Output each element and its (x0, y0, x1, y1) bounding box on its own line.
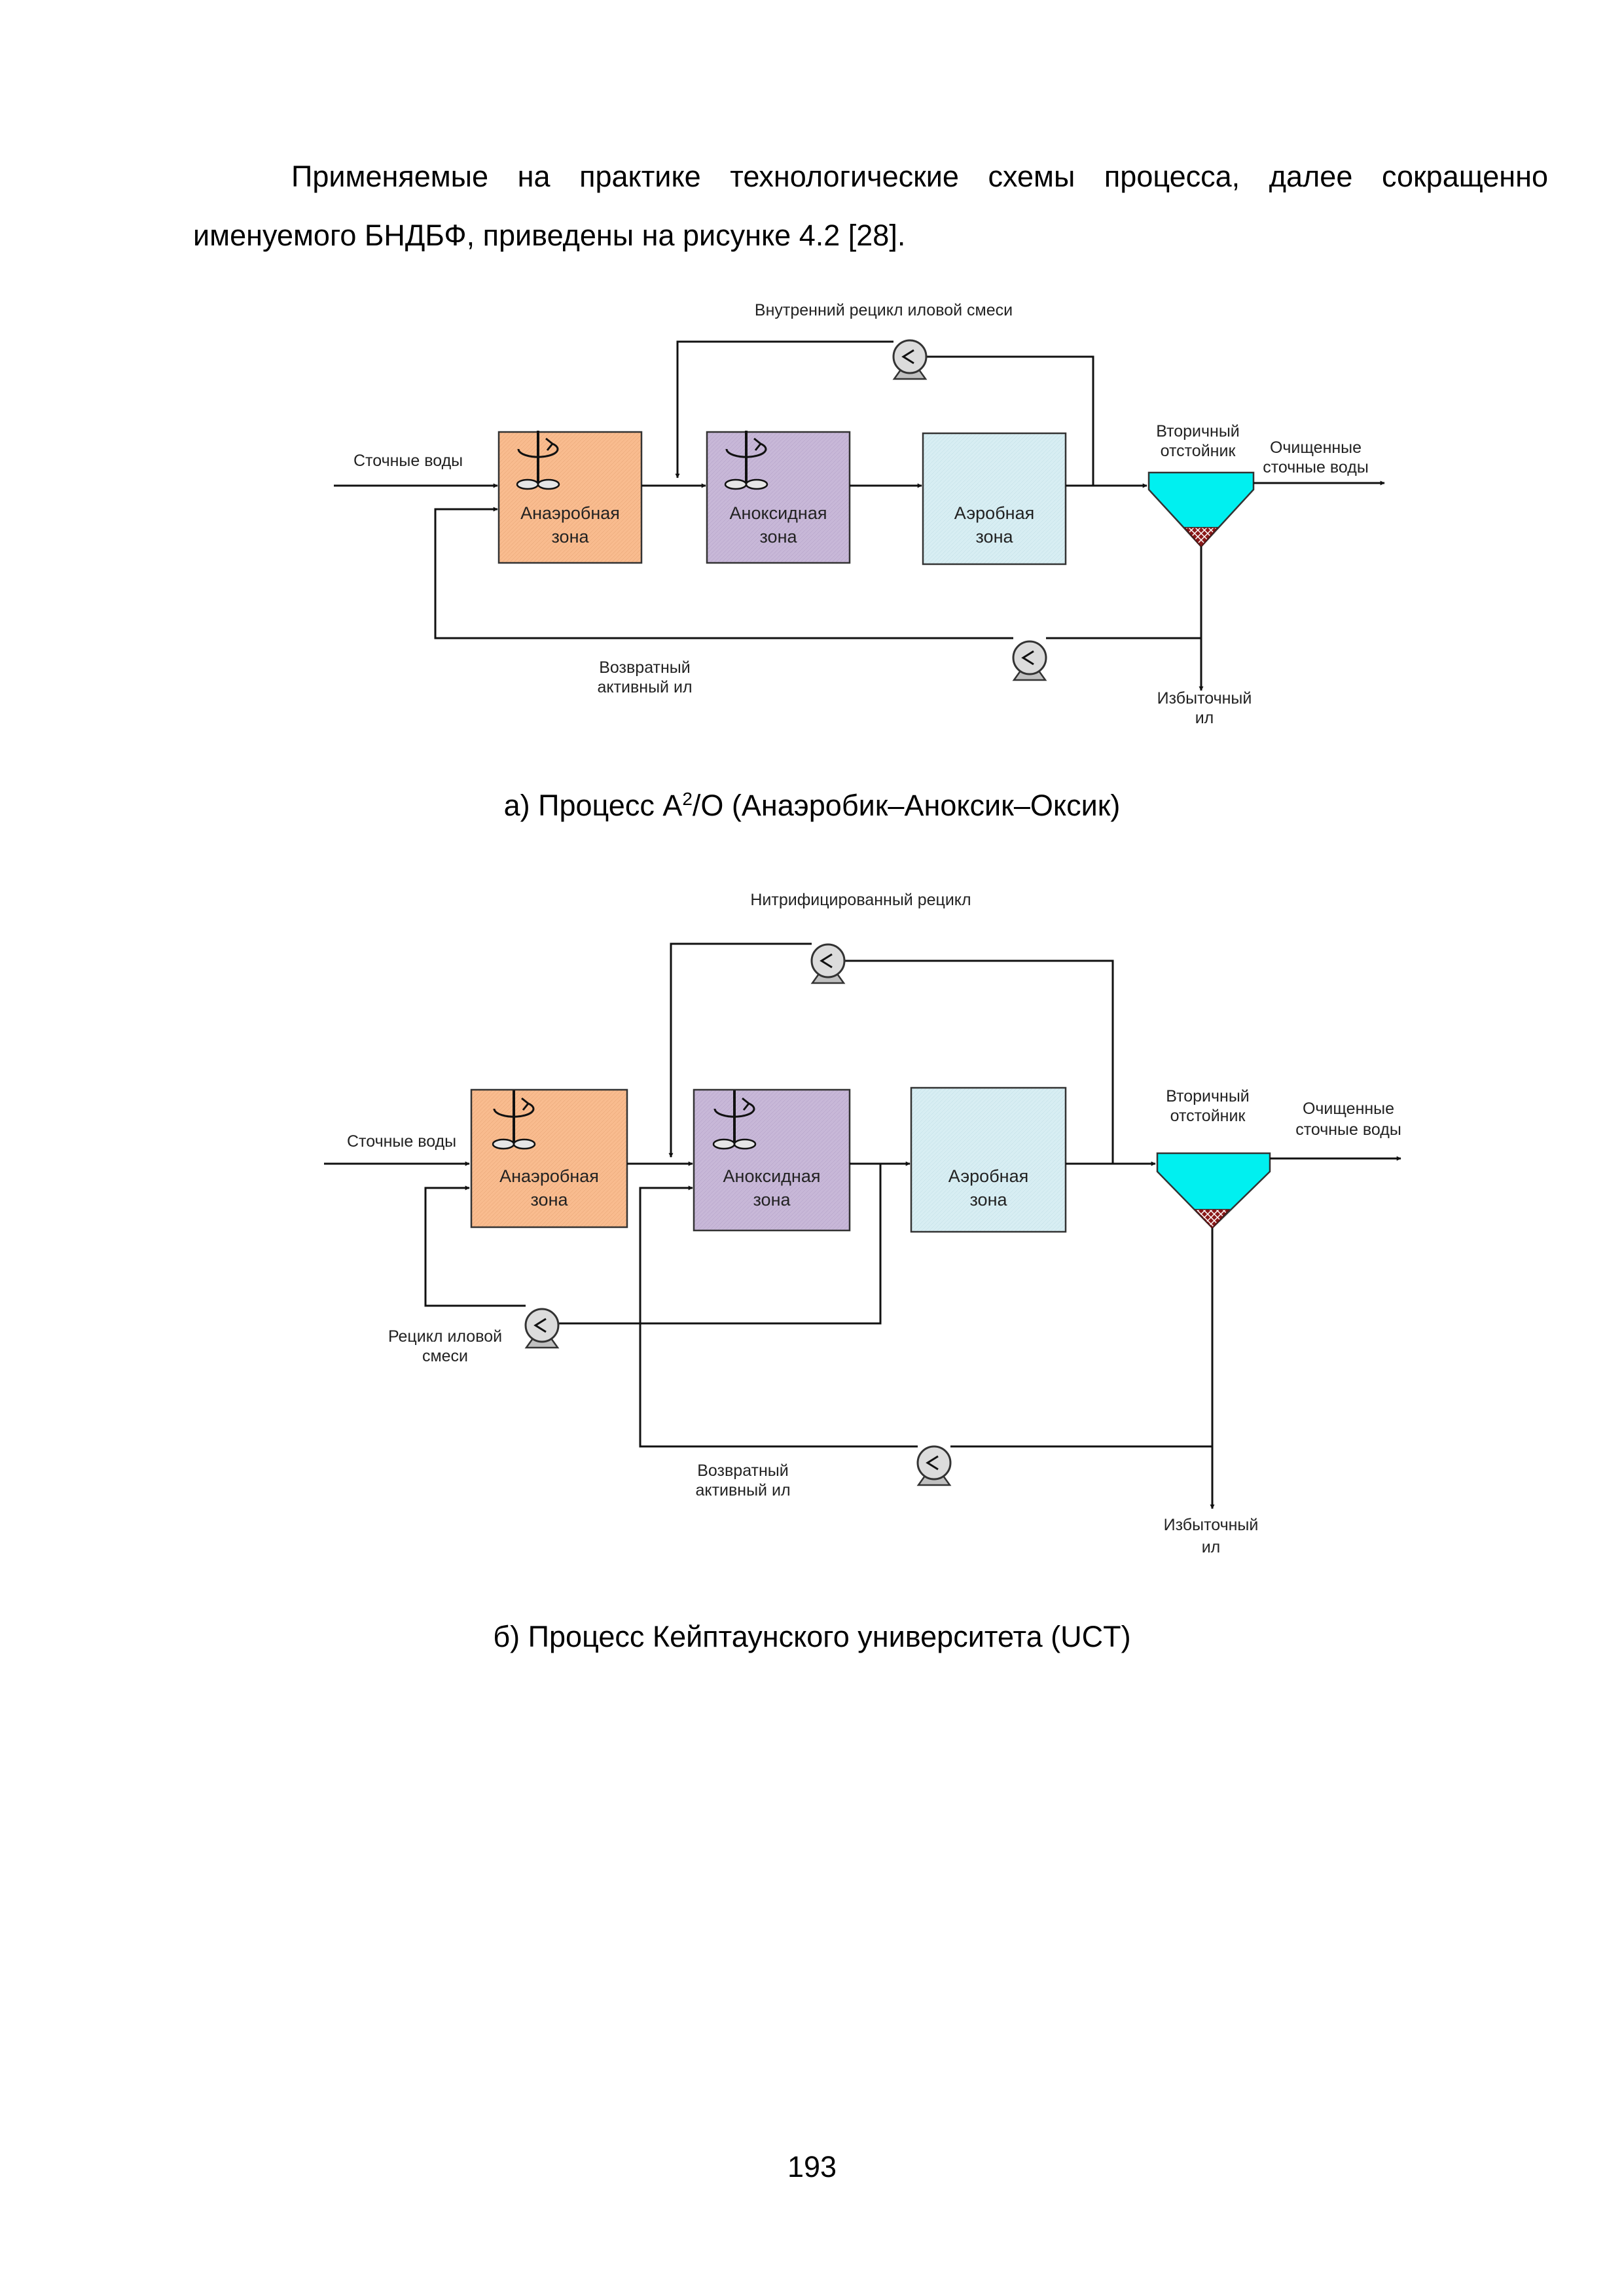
internal-recycle-line (910, 355, 1094, 486)
was-label-2-b: ил (1202, 1538, 1221, 1556)
diagram-a2o: Внутренний рецикл иловой смеси Сточные в… (334, 301, 1385, 727)
label-influent-b: Сточные воды (347, 1132, 456, 1151)
clarifier-label-2-b: отстойник (1170, 1107, 1246, 1125)
anaerobic-label-2-b: зона (530, 1190, 568, 1210)
caption-a: а) Процесс А2/О (Анаэробик–Аноксик–Оксик… (503, 789, 1121, 822)
pump-icon (916, 1445, 952, 1486)
pump-icon (524, 1308, 560, 1349)
nitrified-recycle-return (668, 942, 812, 1158)
nitrified-recycle-line (844, 960, 1114, 1164)
label-influent: Сточные воды (353, 452, 463, 470)
effluent-label-2: сточные воды (1263, 458, 1369, 476)
clarifier-label-2: отстойник (1161, 442, 1236, 460)
pump-icon (1012, 640, 1047, 681)
was-label-2: ил (1195, 709, 1214, 727)
anoxic-label-1-b: Аноксидная (723, 1166, 821, 1186)
clarifier-label-1-b: Вторичный (1166, 1087, 1250, 1105)
intro-line-2: именуемого БНДБФ, приведены на рисунке 4… (193, 219, 906, 252)
aerobic-label-2: зона (975, 527, 1013, 547)
was-label-1-b: Избыточный (1164, 1516, 1259, 1534)
secondary-clarifier (1147, 471, 1255, 548)
label-nitrified-recycle: Нитрифицированный рецикл (750, 891, 971, 909)
anaerobic-label-1: Анаэробная (520, 503, 620, 523)
effluent-label-2-b: сточные воды (1295, 1121, 1401, 1139)
sludge-layer (1183, 527, 1219, 548)
secondary-clarifier-b (1156, 1152, 1271, 1229)
mixed-recycle-line (558, 1164, 882, 1325)
anaerobic-label-2: зона (551, 527, 589, 547)
effluent-label-1: Очищенные (1270, 439, 1362, 457)
aerobic-label-2-b: зона (969, 1190, 1007, 1210)
was-label-1: Избыточный (1157, 689, 1252, 708)
internal-recycle-return (675, 340, 893, 478)
ras-label-1: Возвратный (599, 658, 691, 677)
ras-label-2-b: активный ил (695, 1481, 790, 1499)
pump-icon (810, 943, 846, 984)
aerobic-label-1: Аэробная (954, 503, 1034, 523)
diagram-uct: Нитрифицированный рецикл Сточные воды Ан… (324, 891, 1401, 1556)
aerobic-label-1-b: Аэробная (948, 1166, 1028, 1186)
page-number: 193 (787, 2150, 837, 2183)
intro-line-1: Применяемые на практике технологические … (291, 160, 1548, 193)
clarifier-label-1: Вторичный (1156, 422, 1240, 440)
mixed-recycle-label-1: Рецикл иловой (388, 1327, 502, 1346)
ras-label-2: активный ил (597, 678, 692, 696)
effluent-label-1-b: Очищенные (1303, 1100, 1394, 1118)
anoxic-label-2: зона (759, 527, 797, 547)
label-internal-recycle: Внутренний рецикл иловой смеси (755, 301, 1013, 319)
ras-return-line (639, 1185, 918, 1448)
mixed-recycle-label-2: смеси (422, 1347, 468, 1365)
ras-return-line (434, 507, 1013, 639)
anoxic-label-1: Аноксидная (730, 503, 827, 523)
caption-b: б) Процесс Кейптаунского университета (U… (493, 1620, 1131, 1653)
intro-paragraph: Применяемые на практике технологические … (193, 147, 1548, 265)
anaerobic-zone-box-b (470, 1088, 628, 1229)
ras-label-1-b: Возвратный (697, 1462, 789, 1480)
aerobic-zone-box-b (910, 1086, 1067, 1233)
mixed-recycle-return (424, 1185, 526, 1307)
anaerobic-label-1-b: Анаэробная (499, 1166, 599, 1186)
pump-icon (892, 339, 928, 380)
anoxic-label-2-b: зона (753, 1190, 791, 1210)
aerobic-zone-box (922, 432, 1067, 565)
sludge-layer (1194, 1209, 1231, 1229)
